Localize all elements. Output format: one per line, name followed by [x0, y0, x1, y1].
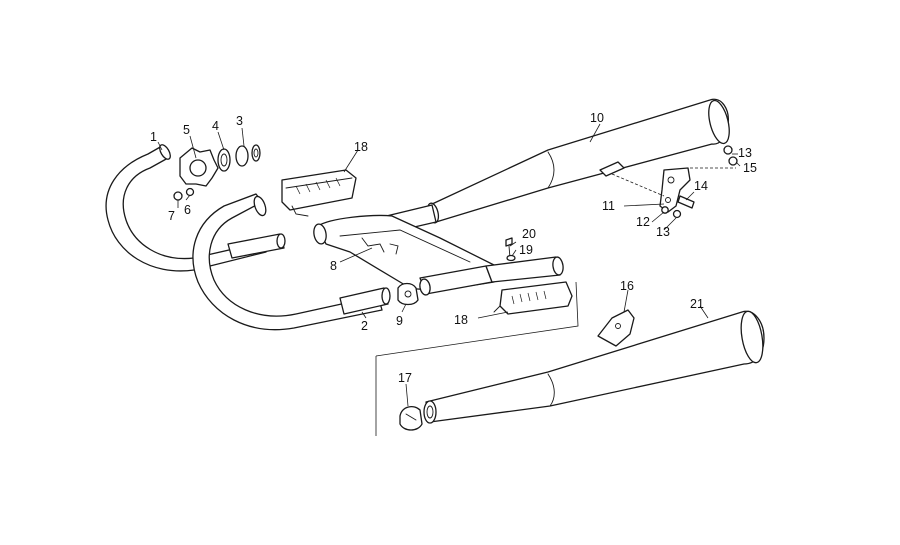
assembly-group-lines: [375, 281, 579, 436]
lower-silencer: [423, 310, 765, 424]
callout-1: 1: [150, 130, 157, 144]
callout-13-bottom: 13: [656, 225, 670, 239]
callout-4: 4: [212, 119, 219, 133]
callout-19: 19: [519, 243, 533, 257]
callout-14: 14: [694, 179, 708, 193]
leader-lines: [157, 123, 741, 407]
callout-2: 2: [361, 319, 368, 333]
heat-shield-lower: [493, 281, 573, 315]
callout-3: 3: [236, 114, 243, 128]
callout-12: 12: [636, 215, 650, 229]
callout-13-top: 13: [738, 146, 752, 160]
header-pipe-2: [192, 193, 391, 331]
bracket-11: [599, 145, 738, 219]
heat-shield-upper: [281, 169, 357, 217]
clamp-9: [397, 282, 419, 306]
crossover-box: [313, 214, 564, 296]
callout-18-top: 18: [354, 140, 368, 154]
callout-5: 5: [183, 123, 190, 137]
callout-20: 20: [522, 227, 536, 241]
callout-8: 8: [330, 259, 337, 273]
callout-6: 6: [184, 203, 191, 217]
bracket-16: [597, 309, 635, 347]
callout-16: 16: [620, 279, 634, 293]
callout-11: 11: [602, 199, 615, 213]
callout-17: 17: [398, 371, 412, 385]
screw-20: [505, 237, 516, 262]
callout-labels: 1 2 3 4 5 6 7 8 9 10 11 12 13 13 14 15 1…: [150, 111, 757, 385]
upper-silencer: [426, 98, 730, 224]
callout-7: 7: [168, 209, 175, 223]
callout-10: 10: [590, 111, 604, 125]
callout-18-bottom: 18: [454, 313, 468, 327]
callout-9: 9: [396, 314, 403, 328]
callout-21: 21: [690, 297, 704, 311]
header-fittings: [173, 144, 261, 201]
clamp-17: [399, 405, 423, 431]
callout-15: 15: [743, 161, 757, 175]
